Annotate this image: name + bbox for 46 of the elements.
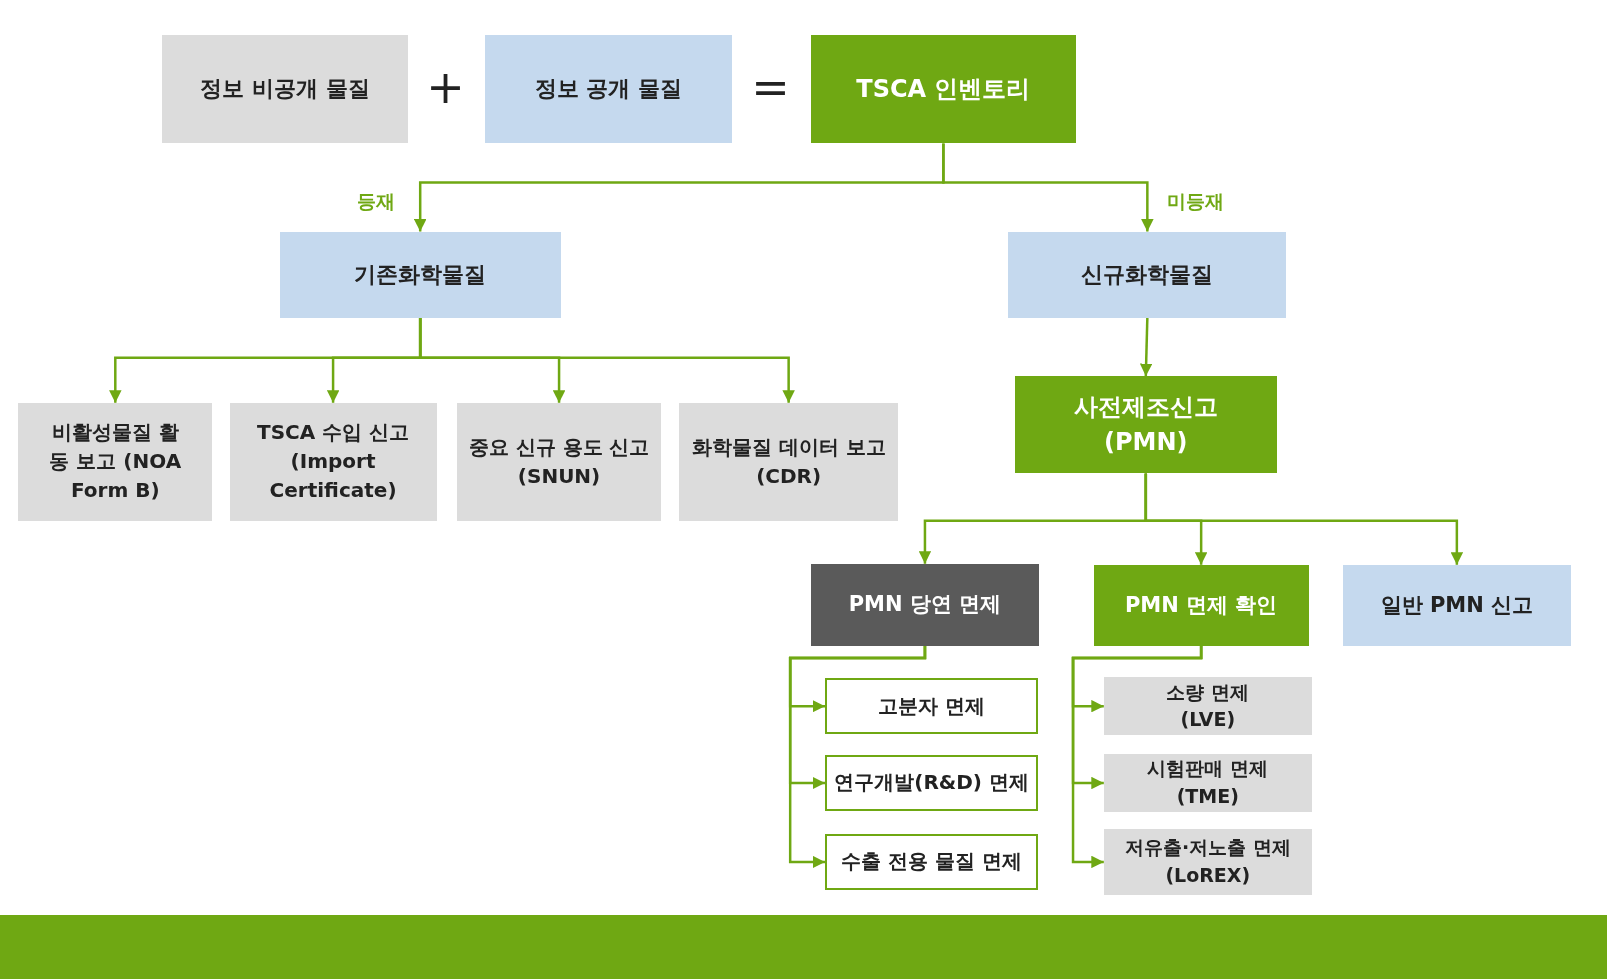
process-box — [1103, 754, 1312, 812]
node-label: 소량 면제 (LVE) — [1165, 679, 1251, 733]
node-label: 수출 전용 물질 면제 — [840, 848, 1024, 876]
highlight-box — [1014, 376, 1277, 474]
node-label: 일반 PMN 신고 — [1379, 591, 1535, 619]
node-label: 정보 비공개 물질 — [199, 75, 371, 104]
node-label: PMN 당연 면제 — [847, 591, 1003, 619]
exemption-box — [825, 678, 1039, 734]
operator-sign: = — [751, 64, 790, 111]
node-label: PMN 면제 확인 — [1123, 591, 1279, 619]
operator-sign: + — [426, 64, 465, 111]
exemption-box — [825, 755, 1039, 811]
process-box — [679, 402, 898, 521]
node-label: 고분자 면제 — [877, 692, 987, 720]
highlight-box — [1093, 564, 1309, 646]
arrow — [418, 317, 795, 403]
node-label: 시험판매 면제 (TME) — [1146, 756, 1270, 809]
arrow — [788, 645, 927, 869]
node-label: 연구개발(R&D) 면제 — [833, 769, 1030, 797]
process-box — [18, 402, 213, 521]
node-label: 비활성물질 활동 보고 (NOA Form B) — [48, 419, 183, 505]
process-box — [1103, 677, 1312, 735]
process-box — [161, 34, 408, 144]
process-box — [810, 563, 1040, 646]
node-label: TSCA 수입 신고 (Import Certificate) — [256, 419, 411, 505]
node-label: 정보 공개 물질 — [533, 75, 683, 104]
arrow — [1139, 317, 1153, 377]
category-box — [484, 34, 732, 144]
category-box — [1008, 231, 1287, 318]
node-label: 신규화학물질 — [1080, 260, 1215, 289]
arrow — [1144, 473, 1464, 565]
category-box — [1342, 564, 1572, 646]
node-label: 기존화학물질 — [353, 260, 488, 289]
process-box — [1103, 829, 1312, 895]
node-label: 중요 신규 용도 신고 (SNUN) — [467, 433, 651, 490]
highlight-box — [810, 34, 1077, 144]
node-label: 저유출·저노출 면제 (LoREX) — [1123, 835, 1292, 888]
process-box — [229, 402, 437, 521]
category-box — [279, 231, 561, 318]
arrow — [1071, 645, 1203, 869]
exemption-box — [825, 834, 1039, 890]
node-label: 화학물질 데이터 보고 (CDR) — [690, 433, 887, 490]
node-label: 사전제조신고 (PMN) — [1072, 392, 1219, 458]
arrow — [942, 143, 1154, 232]
process-box — [457, 402, 661, 521]
node-label: TSCA 인벤토리 — [855, 73, 1032, 105]
